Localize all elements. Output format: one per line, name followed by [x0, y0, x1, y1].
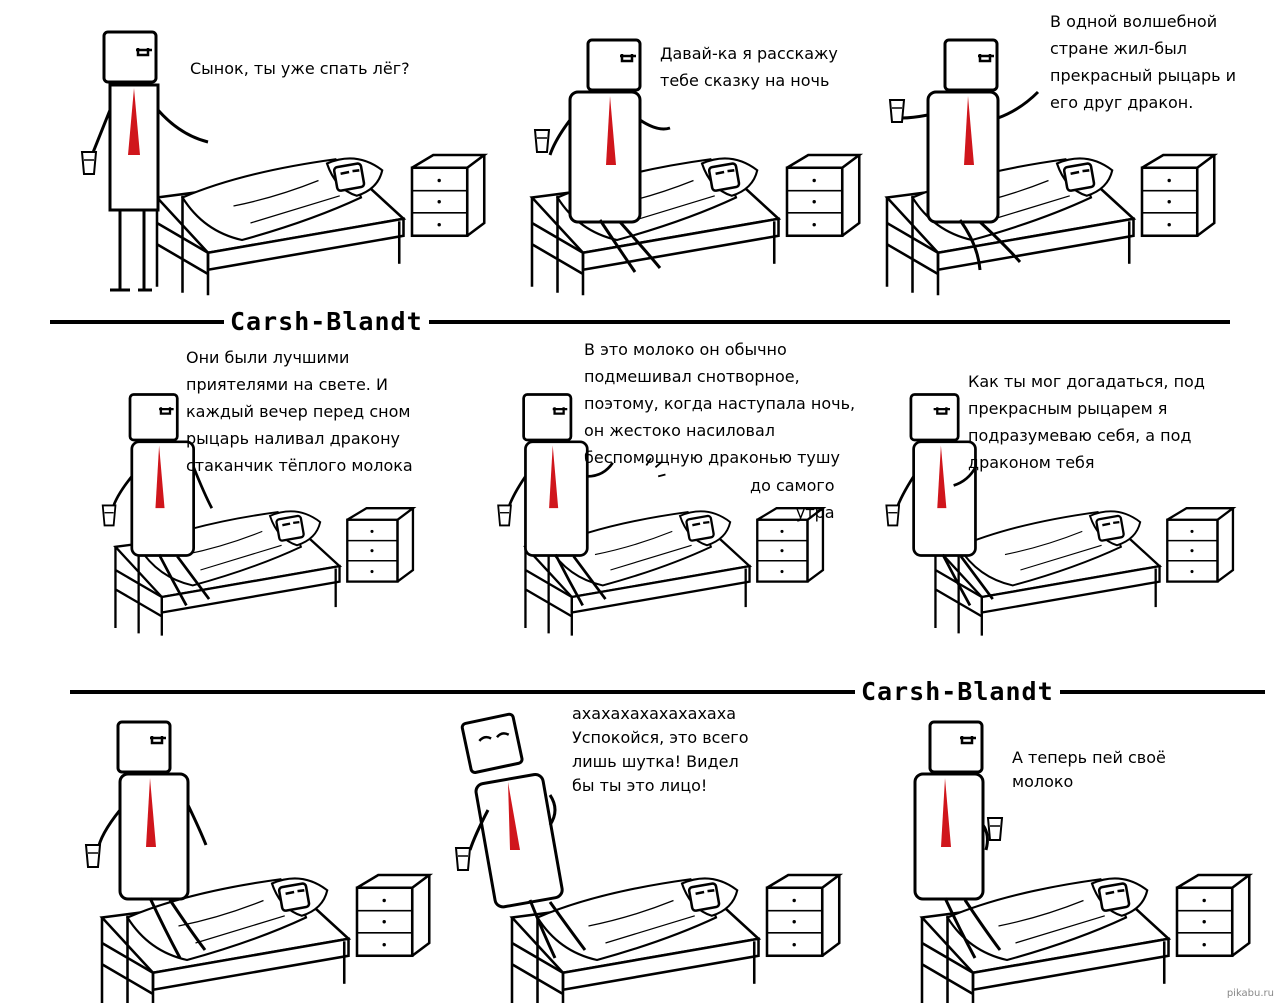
divider-line-1: Carsh-Blandt — [0, 302, 1280, 342]
panel-5-caption: В это молоко он обычно подмешивал снотво… — [584, 340, 856, 467]
panel-9-caption: А теперь пей своё молоко — [1012, 748, 1166, 791]
panel-1-art — [81, 30, 486, 297]
comic-panel-9: А теперь пей своё молоко — [860, 700, 1280, 1003]
panel-3-caption: В одной волшебной стране жил-был прекрас… — [1050, 12, 1237, 112]
signature-2: Carsh-Blandt — [855, 677, 1060, 707]
panel-8-caption: ахахахахахахахаха Успокойся, это всего л… — [572, 704, 749, 795]
panel-5-art — [497, 393, 825, 637]
comic-panel-6: Как ты мог догадаться, под прекрасным ры… — [860, 340, 1280, 640]
watermark: pikabu.ru — [1226, 988, 1274, 999]
panel-9-art — [913, 720, 1251, 1003]
signature-1: Carsh-Blandt — [224, 307, 429, 337]
comic-panel-1: Сынок, ты уже спать лёг? — [40, 10, 486, 310]
comic-panel-4: Они были лучшими приятелями на свете. И … — [40, 340, 460, 640]
comic-panel-3: В одной волшебной стране жил-был прекрас… — [860, 0, 1280, 300]
panel-3-art — [885, 38, 1216, 297]
comic-panel-7 — [40, 700, 460, 1003]
panel-4-caption: Они были лучшими приятелями на свете. И … — [186, 348, 413, 475]
divider-line-2-stroke — [70, 690, 1265, 694]
panel-1-caption: Сынок, ты уже спать лёг? — [190, 59, 410, 78]
panel-5-caption-tail: до самого утра — [750, 476, 835, 522]
comic-panel-8: ахахахахахахахаха Успокойся, это всего л… — [450, 700, 870, 1003]
panel-6-art — [885, 393, 1235, 637]
panel-2-caption: Давай-ка я расскажу тебе сказку на ночь — [660, 44, 838, 90]
panel-8-art — [455, 712, 841, 1003]
panel-2-art — [530, 38, 861, 297]
comic-panel-2: Давай-ка я расскажу тебе сказку на ночь — [510, 10, 930, 310]
comic-panel-5: В это молоко он обычно подмешивал снотво… — [450, 340, 870, 640]
panel-7-art — [85, 720, 431, 1003]
panel-4-art — [101, 393, 415, 637]
divider-line-2: Carsh-Blandt — [0, 672, 1280, 712]
panel-6-caption: Как ты мог догадаться, под прекрасным ры… — [968, 372, 1205, 472]
